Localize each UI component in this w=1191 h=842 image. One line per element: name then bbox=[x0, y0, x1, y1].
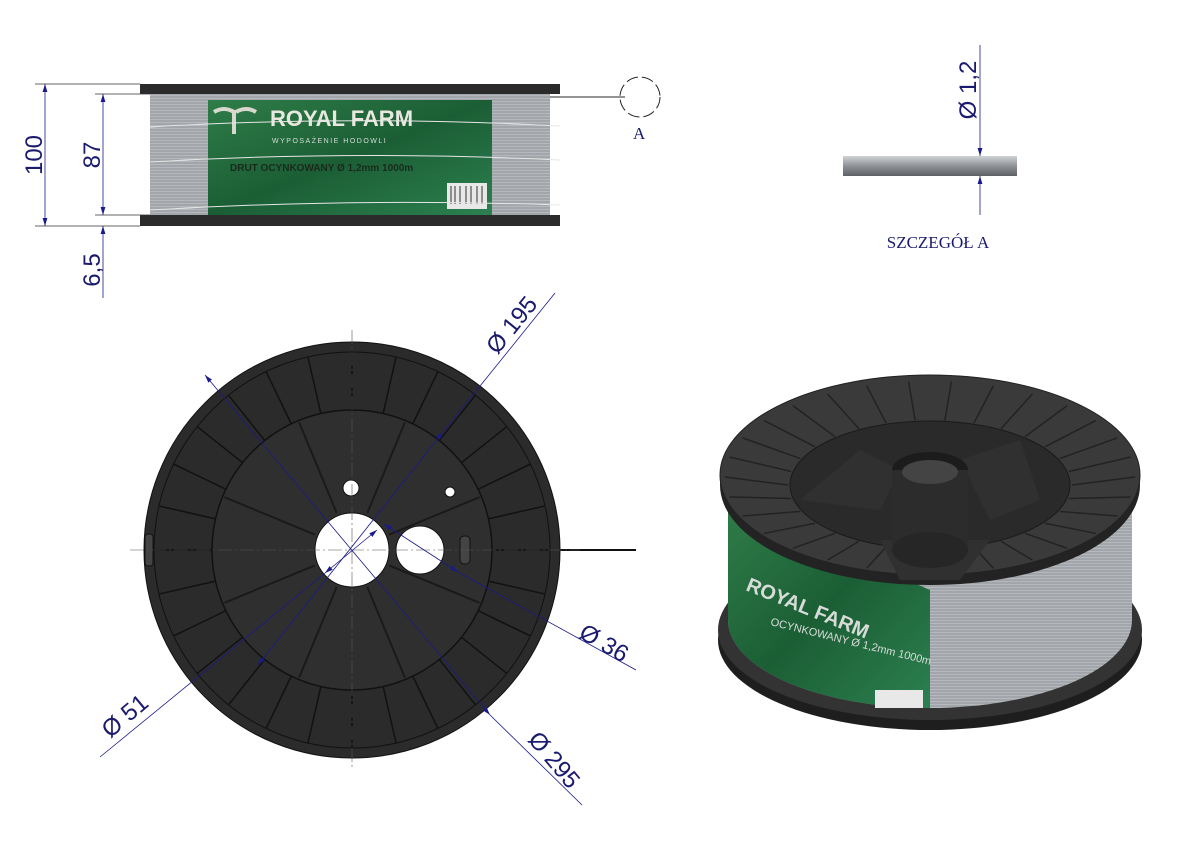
flange-rib bbox=[742, 437, 801, 460]
detail-marker-circle bbox=[619, 76, 661, 118]
flange-rib bbox=[742, 510, 801, 517]
flange-rib bbox=[792, 532, 836, 550]
flange-rib bbox=[1068, 456, 1131, 473]
flange-rib bbox=[865, 385, 887, 424]
detail-marker-label: A bbox=[633, 124, 646, 143]
side-view: ROYAL FARM WYPOSAŻENIE HODOWLI DRUT OCYN… bbox=[21, 76, 661, 298]
flange-rib bbox=[1024, 405, 1068, 438]
flange-rib bbox=[1068, 496, 1131, 500]
dimension-outer: Ø 295 bbox=[522, 726, 585, 793]
dimension-flange-thickness: 6,5 bbox=[79, 253, 106, 286]
label-product-text: DRUT OCYNKOWANY Ø 1,2mm 1000m bbox=[230, 163, 413, 174]
flange-rib bbox=[1044, 522, 1096, 535]
flange-rib bbox=[1059, 510, 1118, 517]
barcode bbox=[447, 183, 487, 209]
flange-rib bbox=[729, 456, 792, 473]
flange-rib bbox=[1044, 419, 1097, 448]
wire-hole bbox=[444, 486, 456, 498]
detail-a: Ø 1,2 SZCZEGÓŁ A bbox=[843, 45, 1017, 252]
flange-rib bbox=[488, 580, 546, 595]
front-view: Ø 195 Ø 295 Ø 36 Ø 51 bbox=[97, 291, 637, 806]
flange-rib bbox=[1024, 532, 1068, 550]
detail-caption: SZCZEGÓŁ A bbox=[887, 233, 990, 252]
flange-rib bbox=[827, 540, 860, 561]
bottom-flange bbox=[140, 215, 560, 226]
small-hole bbox=[342, 479, 360, 497]
flange-rib bbox=[944, 381, 953, 421]
brand-tagline: WYPOSAŻENIE HODOWLI bbox=[272, 136, 387, 145]
flange-rib bbox=[907, 381, 916, 421]
flange-rib bbox=[764, 522, 816, 535]
flange-rib bbox=[792, 405, 836, 438]
dimension-height-total: 100 bbox=[21, 135, 48, 175]
flange-rib bbox=[1059, 437, 1118, 460]
flange-rib bbox=[1071, 476, 1136, 486]
barcode bbox=[875, 690, 923, 708]
flange-rib bbox=[763, 419, 816, 448]
flange-rib bbox=[826, 393, 860, 430]
flange-rib bbox=[724, 476, 789, 486]
brand-name: ROYAL FARM bbox=[270, 106, 413, 131]
flange-rib bbox=[729, 496, 792, 500]
wire-section bbox=[843, 156, 1017, 176]
flange-rib bbox=[1000, 540, 1033, 561]
dimension-inner-flange: Ø 195 bbox=[481, 291, 543, 359]
iso-view: ROYAL FARM OCYNKOWANY Ø 1,2mm 1000m bbox=[718, 374, 1142, 730]
top-flange bbox=[140, 84, 560, 94]
dimension-height-inner: 87 bbox=[79, 142, 106, 169]
dimension-hub: Ø 51 bbox=[97, 689, 154, 743]
flange-rib bbox=[866, 546, 887, 569]
dimension-wire-diameter: Ø 1,2 bbox=[955, 61, 982, 120]
dimension-hole: Ø 36 bbox=[574, 619, 633, 668]
flange-rib bbox=[488, 505, 546, 520]
logo-icon bbox=[212, 107, 258, 134]
flange-rib bbox=[973, 385, 995, 424]
flange-rib bbox=[1000, 393, 1034, 430]
